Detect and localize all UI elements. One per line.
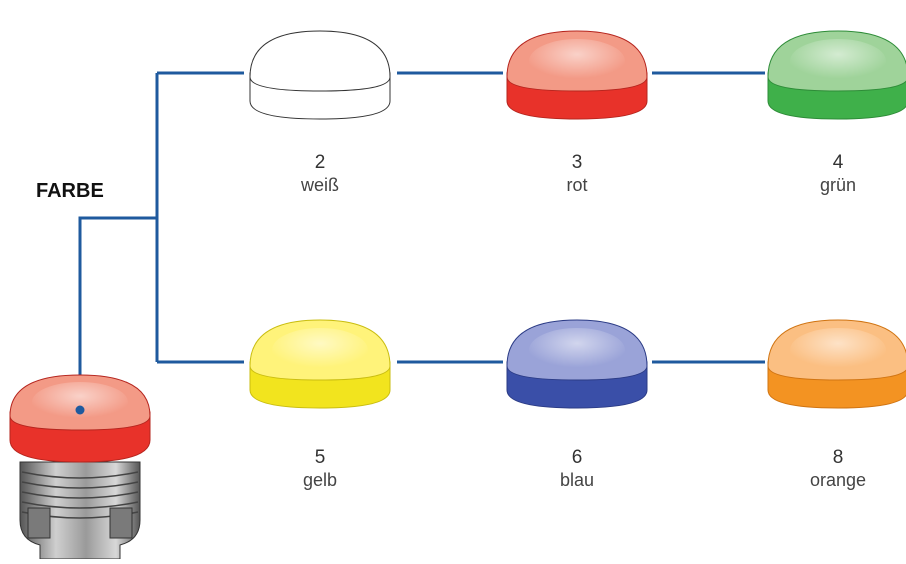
color-cap-rot: [506, 30, 648, 120]
color-name: gelb: [302, 470, 338, 490]
color-number: 2: [314, 152, 326, 173]
color-name: grün: [819, 175, 857, 195]
color-number: 6: [571, 447, 583, 468]
color-cap-weiß: [249, 30, 391, 120]
color-caps: [249, 30, 906, 409]
color-cap-gelb: [249, 319, 391, 409]
color-name: orange: [809, 470, 867, 490]
pushbutton-illustration: [9, 374, 151, 560]
color-name: weiß: [300, 175, 339, 195]
color-name: blau: [559, 470, 595, 490]
color-number: 5: [314, 447, 326, 468]
color-number: 8: [832, 447, 844, 468]
diagram-title: FARBE: [36, 180, 104, 202]
button-dot: [75, 405, 85, 415]
button-base: [19, 461, 141, 560]
color-number: 3: [571, 152, 583, 173]
color-cap-blau: [506, 319, 648, 409]
color-name: rot: [566, 175, 588, 195]
connector-path: [78, 71, 765, 410]
connector-lines: [75, 71, 765, 415]
button-cap: [9, 374, 151, 463]
color-cap-grün: [767, 30, 906, 120]
color-number: 4: [832, 152, 844, 173]
color-cap-orange: [767, 319, 906, 409]
